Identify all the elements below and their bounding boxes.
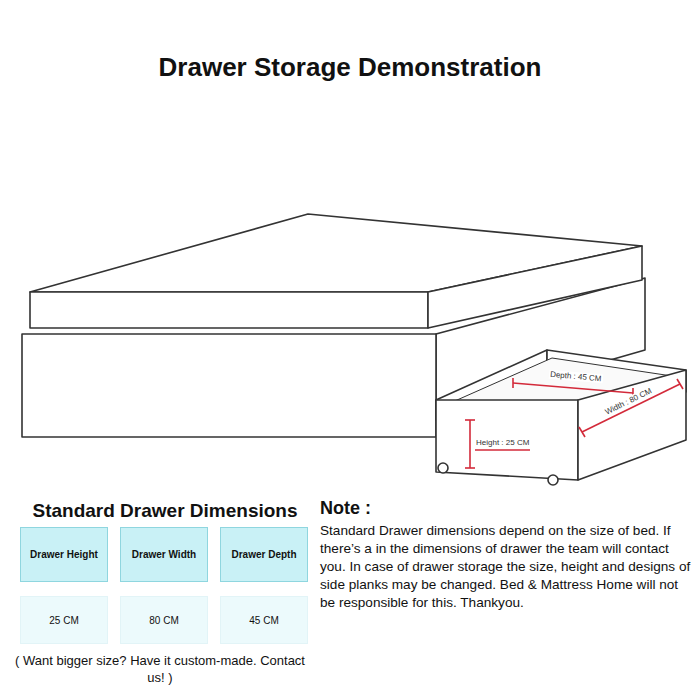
- cell-text-line: 80 CM: [149, 614, 178, 627]
- header-cell: Drawer Depth: [220, 527, 308, 582]
- note-heading: Note :: [320, 498, 371, 519]
- wheel: [438, 463, 448, 473]
- height-tick: [465, 419, 475, 421]
- title: Drawer Storage Demonstration: [0, 52, 700, 83]
- cell-text-line: Drawer Width: [132, 548, 196, 561]
- depth-tick: [512, 378, 514, 388]
- base-front: [22, 334, 436, 437]
- height-tick: [465, 467, 475, 469]
- width-line: [582, 384, 680, 432]
- cell-text: 80 CM: [149, 614, 178, 627]
- height-line: [469, 420, 471, 468]
- cell-text: 25 CM: [49, 614, 78, 627]
- cell-text: 45 CM: [249, 614, 278, 627]
- drawer-right-side: [578, 370, 686, 480]
- wheel: [548, 475, 558, 485]
- cell-text-line: 25 CM: [49, 614, 78, 627]
- cell-text-line: 45 CM: [249, 614, 278, 627]
- header-cell: Drawer Height: [20, 527, 108, 582]
- value-cell: 25 CM: [20, 596, 108, 644]
- depth-line: [513, 383, 633, 393]
- section-heading: Standard Drawer Dimensions: [20, 500, 310, 522]
- cell-text: Drawer Width: [132, 548, 196, 561]
- width-tick: [579, 427, 585, 437]
- cell-text: Drawer Height: [30, 548, 98, 561]
- mattress-front: [30, 292, 428, 328]
- header-cell: Drawer Width: [120, 527, 208, 582]
- cell-text: Drawer Depth: [231, 548, 296, 561]
- drawer-front: [436, 400, 578, 480]
- dimension-label: Height : 25 CM: [476, 438, 529, 447]
- caption-note: ( Want bigger size? Have it custom-made.…: [10, 652, 310, 686]
- width-tick: [677, 379, 683, 389]
- value-cell: 80 CM: [120, 596, 208, 644]
- mattress-right: [428, 246, 642, 328]
- note-text: Standard Drawer dimensions depend on the…: [320, 522, 692, 612]
- cell-text-line: Drawer Height: [30, 548, 98, 561]
- height-underline: [475, 449, 530, 451]
- cell-text-line: Drawer Depth: [231, 548, 296, 561]
- value-cell: 45 CM: [220, 596, 308, 644]
